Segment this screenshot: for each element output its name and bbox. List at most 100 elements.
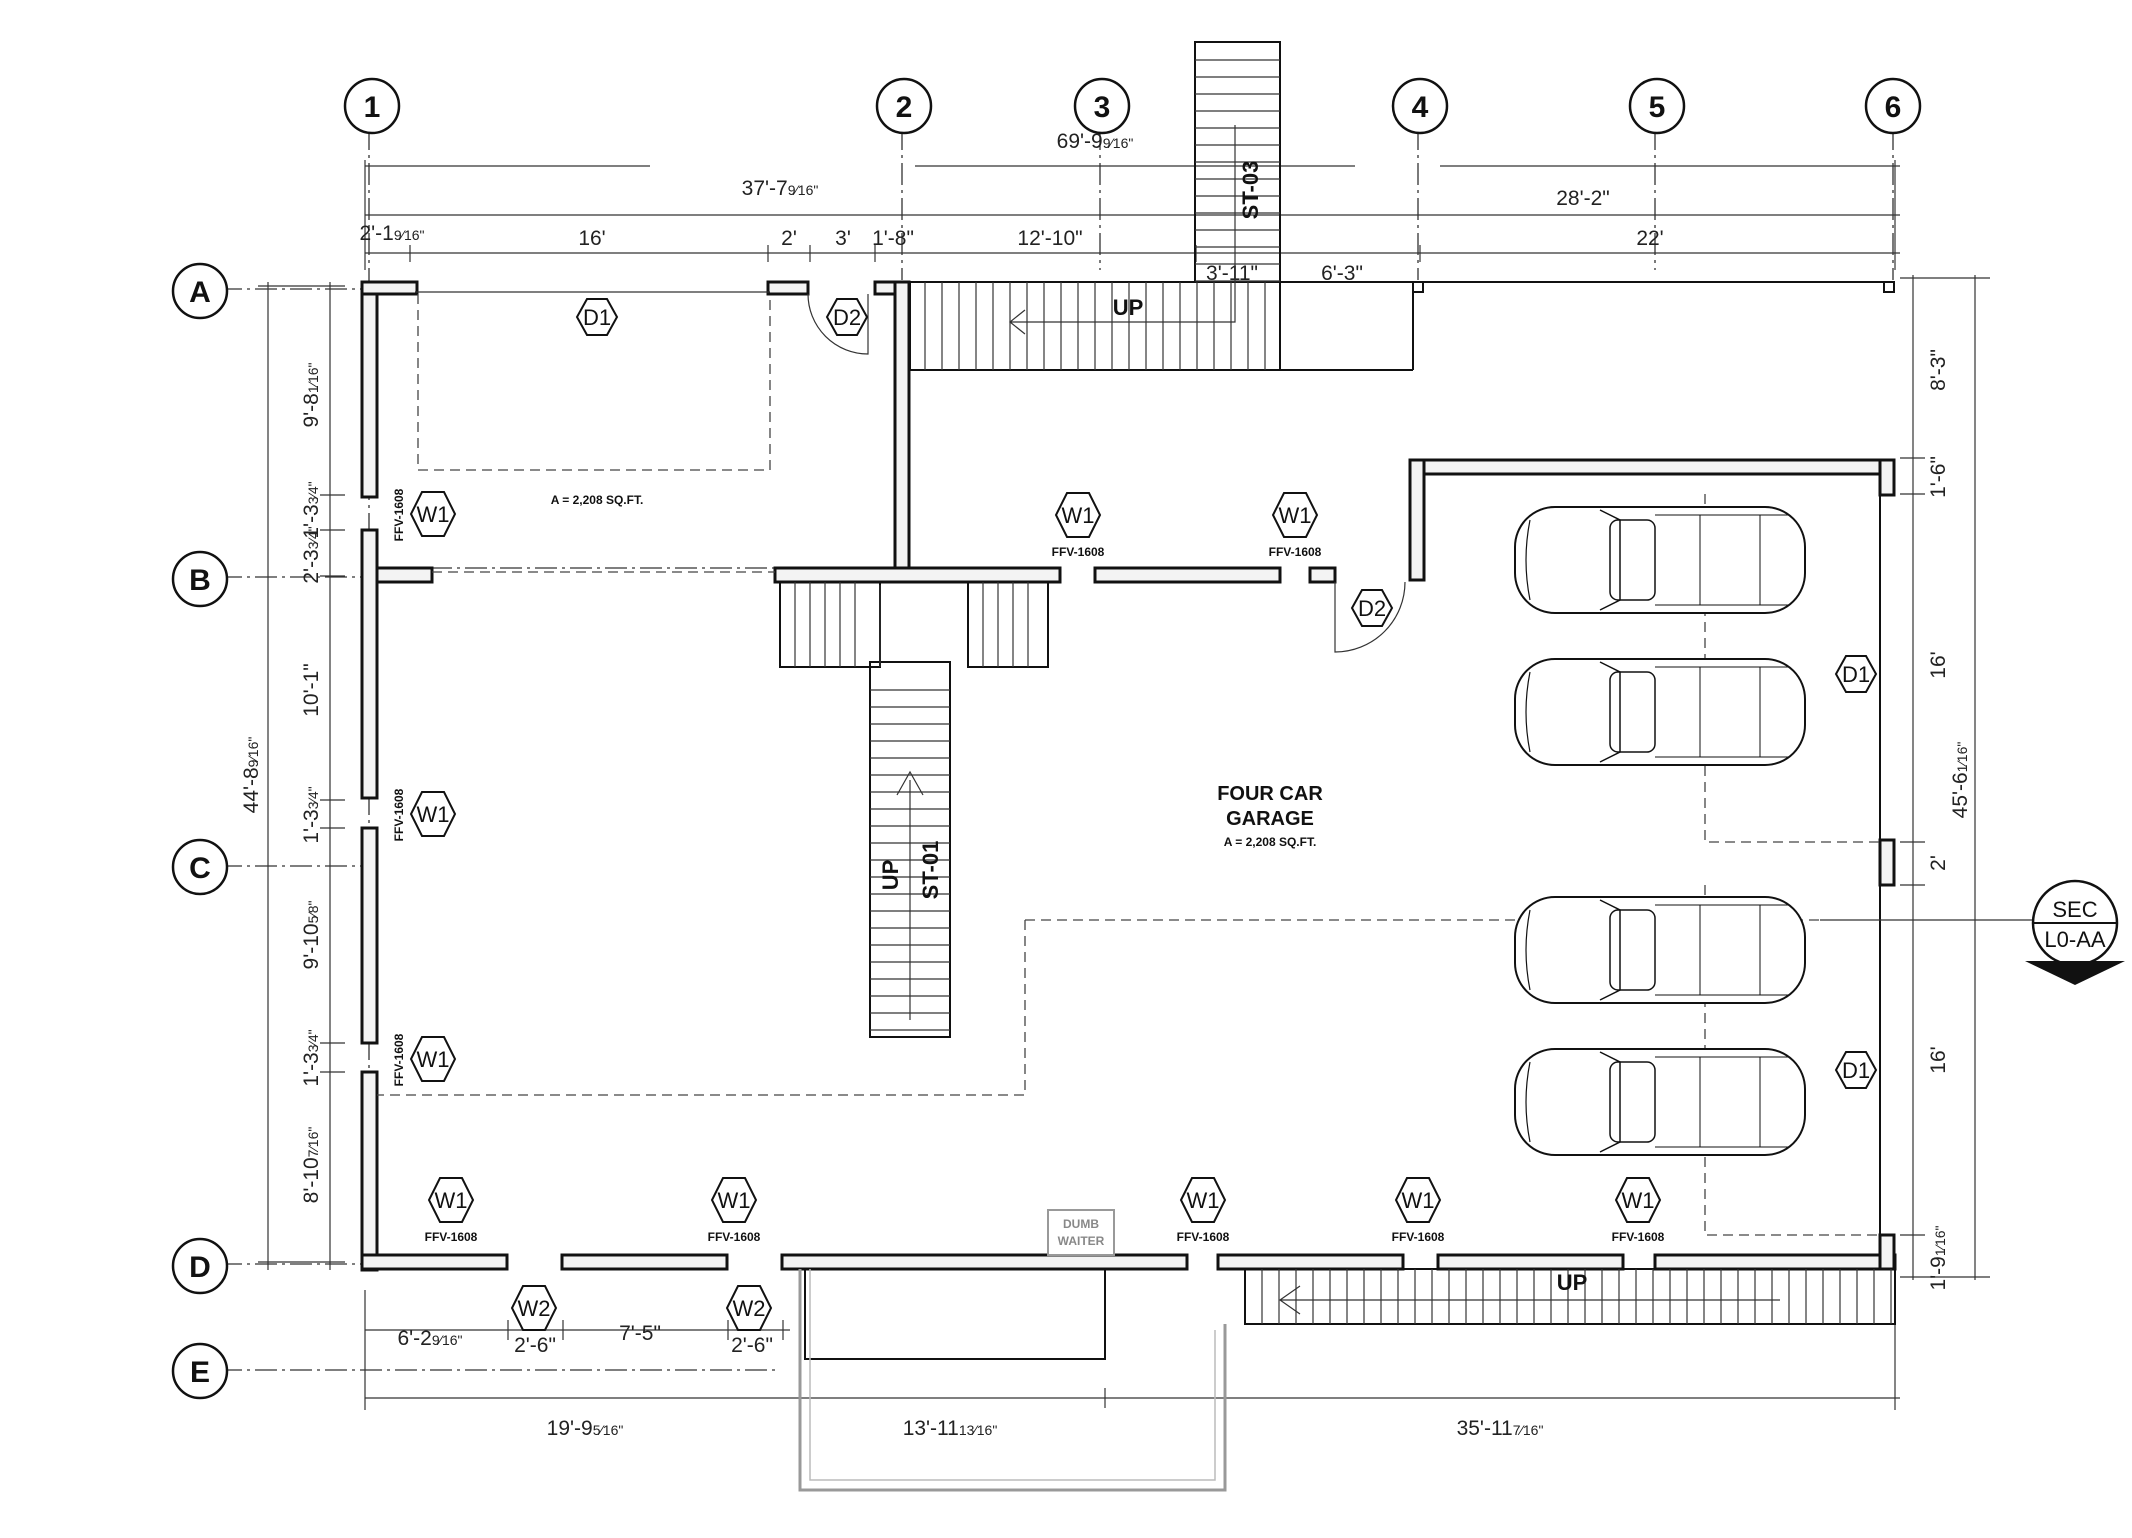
dim-top-right: 28'-2": [1556, 187, 1610, 210]
st-01-label: ST-01: [918, 841, 943, 900]
grid-bubble-b: B: [171, 550, 229, 608]
dim-seg-3: 2': [781, 227, 797, 250]
tag-d1-upper: D1: [575, 298, 619, 336]
dim-right-6: 1'-91⁄16": [1927, 1225, 1950, 1290]
dim-right-2: 1'-6": [1927, 456, 1950, 498]
svg-text:FFV-1608: FFV-1608: [1269, 545, 1322, 559]
svg-text:FFV-1608: FFV-1608: [1052, 545, 1105, 559]
upper-room-area: A = 2,208 SQ.FT.: [551, 493, 644, 507]
svg-text:D1: D1: [1842, 1058, 1870, 1083]
car-2: [1514, 658, 1806, 766]
st-01-up-label: UP: [878, 860, 903, 891]
dim-top-left: 37'-79⁄16": [742, 177, 819, 200]
door-d2-upper: [807, 293, 869, 355]
st-03-up-label: UP: [1113, 295, 1144, 320]
tag-w1-left-1: W1 FFV-1608: [392, 488, 457, 541]
car-3: [1514, 896, 1806, 1004]
grid-bubble-5: 5: [1628, 77, 1686, 135]
tag-w2-1: W2: [510, 1285, 558, 1331]
dim-bottom-6: 13'-1113⁄16": [903, 1417, 998, 1440]
svg-text:C: C: [189, 852, 211, 885]
dim-bottom-4: 2'-6": [731, 1334, 773, 1357]
tag-w1-rowb-1: W1 FFV-1608: [1052, 492, 1105, 559]
svg-text:W1: W1: [1279, 503, 1312, 528]
dim-left-1: 9'-81⁄16": [300, 362, 323, 427]
dim-seg-4: 3': [835, 227, 851, 250]
section-line-1: SEC: [2052, 897, 2097, 922]
tag-d2-upper: D2: [825, 298, 869, 336]
garage-name-line-2: GARAGE: [1226, 808, 1314, 830]
grid-bubble-d: D: [171, 1237, 229, 1295]
dim-left-6: 9'-105⁄8": [300, 901, 323, 970]
door-d2-garage: [1334, 581, 1406, 653]
dim-left-4: 10'-1": [300, 663, 323, 717]
dim-right-4: 2': [1927, 855, 1950, 871]
dim-left-3: 2'-33⁄4": [300, 526, 323, 583]
grid-bubble-c: C: [171, 838, 229, 896]
car-4: [1514, 1048, 1806, 1156]
bottom-stair: [1244, 1268, 1896, 1325]
grid-bubble-e: E: [171, 1342, 229, 1400]
svg-text:WAITER: WAITER: [1058, 1234, 1105, 1248]
svg-text:6: 6: [1885, 91, 1902, 124]
bottom-landing: [798, 1268, 1227, 1492]
svg-text:4: 4: [1412, 91, 1429, 124]
grid-bubble-4: 4: [1391, 77, 1449, 135]
tag-w1-left-3: W1 FFV-1608: [392, 1033, 457, 1086]
dim-left-5: 1'-33⁄4": [300, 786, 323, 843]
dim-right-overall: 45'-61⁄16": [1949, 742, 1972, 819]
left-dimension-lines: [258, 282, 345, 1270]
dim-right-3: 16': [1927, 651, 1950, 678]
svg-text:2: 2: [896, 91, 913, 124]
svg-text:D: D: [189, 1251, 211, 1284]
stair-st-03: [909, 41, 1281, 371]
svg-text:FFV-1608: FFV-1608: [1612, 1230, 1665, 1244]
grid-bubble-3: 3: [1073, 77, 1131, 135]
walls: [360, 280, 1897, 1272]
st-03-label: ST-03: [1238, 161, 1263, 220]
svg-text:E: E: [190, 1356, 210, 1389]
svg-text:W2: W2: [733, 1296, 766, 1321]
dim-top-overall: 69'-99⁄16": [1057, 130, 1134, 153]
dim-seg-1: 2'-19⁄16": [359, 222, 424, 245]
dim-bottom-7: 35'-117⁄16": [1457, 1417, 1544, 1440]
svg-text:FFV-1608: FFV-1608: [392, 1033, 406, 1086]
tag-w1-bottom-1: W1 FFV-1608: [425, 1177, 478, 1244]
dim-right-1: 8'-3": [1927, 349, 1950, 391]
svg-text:B: B: [189, 564, 211, 597]
tag-d1-garage-2: D1: [1834, 1051, 1878, 1089]
svg-text:DUMB: DUMB: [1063, 1217, 1099, 1231]
svg-text:FFV-1608: FFV-1608: [392, 488, 406, 541]
svg-text:FFV-1608: FFV-1608: [425, 1230, 478, 1244]
section-marker: SEC L0-AA: [1820, 879, 2125, 985]
dim-right-5: 16': [1927, 1046, 1950, 1073]
garage-name-line-1: FOUR CAR: [1217, 783, 1323, 805]
tag-w1-bottom-2: W1 FFV-1608: [708, 1177, 761, 1244]
svg-text:W1: W1: [417, 1047, 450, 1072]
dim-seg-7: 3'-11": [1206, 262, 1258, 285]
dim-bottom-3: 7'-5": [619, 1322, 661, 1345]
tag-w1-bottom-3: W1 FFV-1608: [1177, 1177, 1230, 1244]
tag-w1-bottom-4: W1 FFV-1608: [1392, 1177, 1445, 1244]
section-line-2: L0-AA: [2044, 927, 2105, 952]
svg-text:W1: W1: [417, 802, 450, 827]
dim-seg-2: 16': [578, 227, 605, 250]
svg-text:D2: D2: [1358, 596, 1386, 621]
svg-text:D1: D1: [1842, 662, 1870, 687]
dim-left-2: 1'-33⁄4": [300, 481, 323, 538]
dim-bottom-1: 6'-29⁄16": [397, 1327, 462, 1350]
svg-text:W1: W1: [417, 502, 450, 527]
tag-d1-garage-1: D1: [1834, 655, 1878, 693]
svg-text:1: 1: [364, 91, 381, 124]
dim-seg-9: 22': [1636, 227, 1663, 250]
dim-left-overall: 44'-89⁄16": [240, 737, 263, 814]
tag-w1-bottom-5: W1 FFV-1608: [1612, 1177, 1665, 1244]
dim-bottom-2: 2'-6": [514, 1334, 556, 1357]
tag-w1-left-2: W1 FFV-1608: [392, 788, 457, 841]
car-1: [1514, 506, 1806, 614]
right-dimension-lines: [1900, 275, 1990, 1280]
svg-text:FFV-1608: FFV-1608: [708, 1230, 761, 1244]
tag-d2-garage: D2: [1350, 589, 1394, 627]
cars: [1514, 506, 1806, 1156]
svg-text:W1: W1: [718, 1188, 751, 1213]
